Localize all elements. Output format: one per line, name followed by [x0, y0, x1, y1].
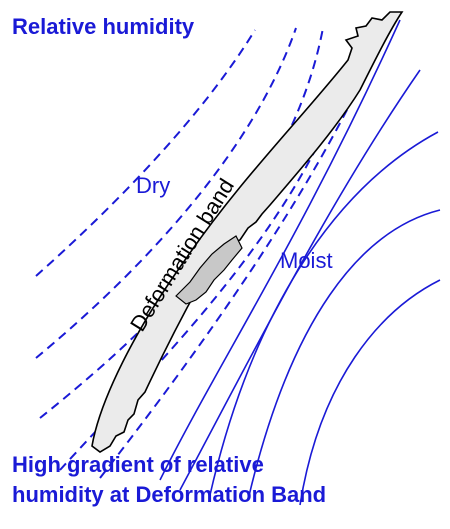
- dry-label: Dry: [136, 173, 170, 198]
- caption-line-2: humidity at Deformation Band: [12, 482, 327, 507]
- solid-contours: [159, 19, 441, 506]
- diagram-title: Relative humidity: [12, 14, 195, 39]
- band-core: [175, 235, 243, 305]
- dashed-contour-2: [35, 27, 297, 359]
- diagram-caption: High gradient of relative humidity at De…: [12, 450, 442, 510]
- dashed-contour-1: [35, 29, 256, 277]
- deformation-band: [91, 11, 404, 453]
- moist-label: Moist: [280, 248, 333, 273]
- solid-contour-3: [209, 131, 439, 496]
- solid-contour-1: [159, 19, 401, 481]
- dashed-contour-3: [39, 27, 324, 419]
- caption-line-1: High gradient of relative: [12, 452, 264, 477]
- solid-contour-4: [247, 209, 441, 501]
- band-outline: [91, 11, 404, 453]
- solid-contour-5: [299, 279, 441, 506]
